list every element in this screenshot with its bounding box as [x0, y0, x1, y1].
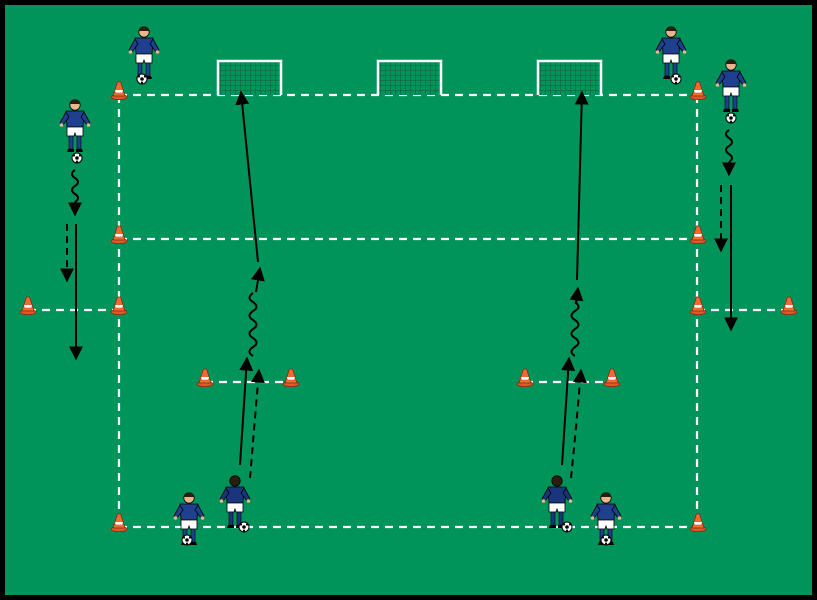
dribble-path-right-upper — [725, 129, 733, 163]
ball-right-wing — [725, 112, 737, 124]
dribble-path-left-upper — [71, 169, 79, 203]
shot-arrow-left — [235, 90, 259, 263]
run-arrow-right-start — [570, 368, 587, 479]
ball-bottom-left-a — [181, 534, 193, 546]
pitch-surface — [5, 5, 812, 595]
ball-left-wing — [71, 152, 83, 164]
dribble-path-right-mid — [570, 301, 580, 357]
goal-center — [376, 59, 443, 95]
movement-arrows — [60, 90, 738, 479]
pass-arrow-right-start — [561, 356, 576, 466]
dribble-end-right-mid — [569, 286, 584, 305]
dribble-end-left-mid — [251, 266, 265, 293]
run-arrow-left-start — [249, 368, 265, 479]
goal-left — [216, 59, 283, 95]
ball-bottom-right-a — [561, 521, 573, 533]
ball-bottom-left-b — [238, 521, 250, 533]
ball-top-left — [136, 73, 148, 85]
goal-right — [536, 59, 603, 95]
dribble-path-left-mid — [248, 292, 258, 357]
ball-bottom-right-b — [600, 534, 612, 546]
pass-arrow-left-start — [239, 356, 254, 466]
ball-top-right — [670, 73, 682, 85]
shot-arrow-right — [574, 90, 589, 281]
